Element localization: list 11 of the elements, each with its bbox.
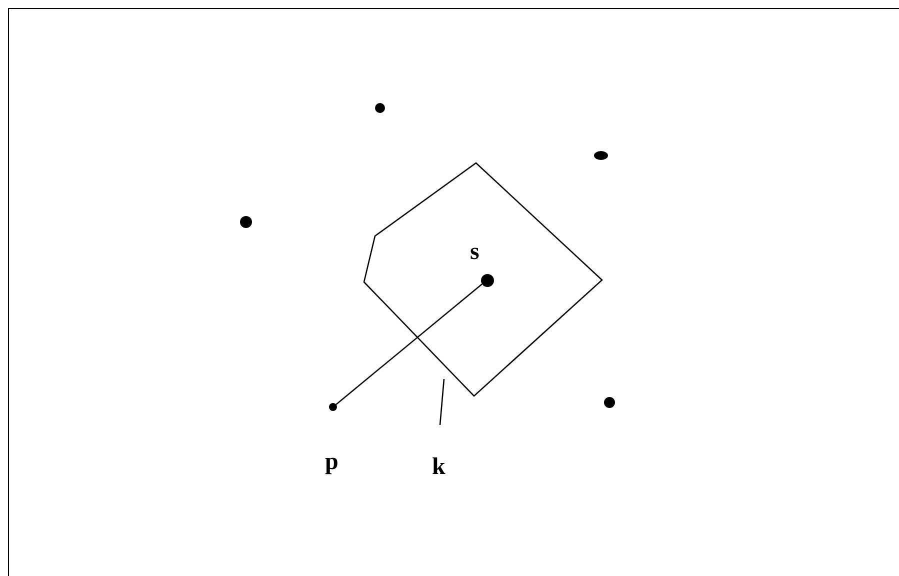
point-label: p — [325, 450, 338, 474]
point-dot — [329, 403, 337, 411]
point-dot — [480, 274, 494, 286]
connecting-line — [336, 284, 482, 405]
point-dot — [604, 396, 614, 408]
point-dot — [594, 150, 608, 160]
leader-line — [439, 378, 445, 426]
point-dot — [240, 216, 252, 228]
part-label: k — [432, 455, 446, 479]
point-label: s — [470, 240, 480, 264]
point-dot — [375, 103, 385, 113]
